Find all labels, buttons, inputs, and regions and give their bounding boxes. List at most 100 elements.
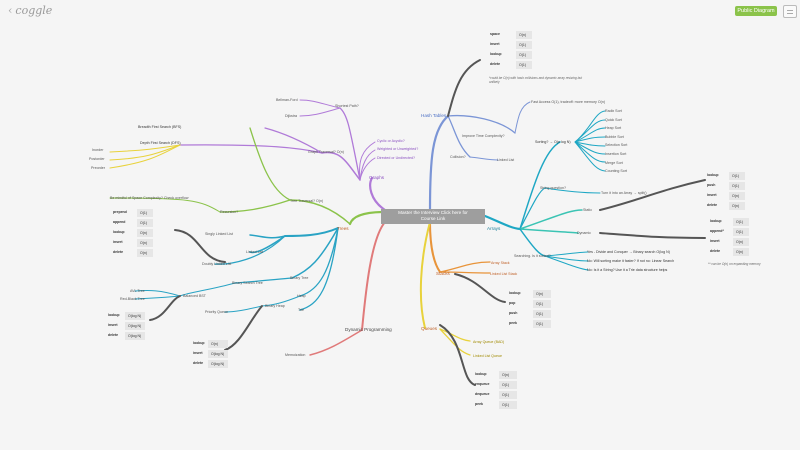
node-binary-heap[interactable]: Binary Heap <box>265 304 285 308</box>
node-directed[interactable]: Directed or Undirected? <box>377 156 415 160</box>
node-sort-item[interactable]: Quick Sort <box>605 117 622 122</box>
node-memoization[interactable]: Memoization <box>285 353 306 357</box>
node-graphs[interactable]: Graphs <box>369 175 385 180</box>
complexity-value: O(1) <box>733 218 749 226</box>
node-static[interactable]: Static <box>583 208 592 212</box>
node-sort-item[interactable]: Insertion Sort <box>605 152 627 156</box>
complexity-value: O(1) <box>137 219 153 227</box>
node-collision[interactable]: Collision? <box>450 155 466 159</box>
node-tree-traversal[interactable]: Tree Traversal? O(n) <box>290 199 324 203</box>
operation-label: insert <box>707 193 717 197</box>
complexity-value: O(n) <box>733 238 749 246</box>
operation-label: pop <box>509 301 516 305</box>
node-weighted[interactable]: Weighted or Unweighted? <box>377 147 419 151</box>
node-balanced-bst[interactable]: Balanced BST <box>183 294 206 298</box>
node-no-sort[interactable]: No: Will sorting make it faster? If not … <box>587 259 675 263</box>
node-bfs[interactable]: Breadth First Search (BFS) <box>138 125 182 129</box>
node-arrays[interactable]: Arrays <box>487 226 501 231</box>
node-stacks[interactable]: Stacks <box>436 271 450 276</box>
node-sort-item[interactable]: Bubble Sort <box>605 134 624 139</box>
hash-note: *could be O(n) with hash collisions and … <box>489 76 583 84</box>
node-hash-tables[interactable]: Hash Tables <box>421 113 447 118</box>
node-improve-time[interactable]: Improve Time Complexity? <box>462 134 505 138</box>
arrays-note: ** can be O(n) on expanding memory <box>708 262 761 266</box>
node-yes-divide[interactable]: Yes - Divide and Conquer → Binary search… <box>587 250 670 254</box>
node-string-question[interactable]: String question? <box>540 186 566 190</box>
node-heap[interactable]: Heap <box>297 294 306 298</box>
node-trie[interactable]: Trie <box>298 308 305 312</box>
chat-icon[interactable] <box>783 5 797 18</box>
node-space-complexity[interactable]: Be mindful of Space Complexity? Check ov… <box>110 196 189 200</box>
node-singly-linked[interactable]: Singly Linked List <box>205 232 233 236</box>
node-sort-item[interactable]: Heap Sort <box>605 126 622 131</box>
node-graph-traversal[interactable]: Graph Traversal? O(n) <box>308 150 344 154</box>
operation-label: delete <box>193 361 204 365</box>
node-sort-item[interactable]: Counting Sort <box>605 169 627 174</box>
complexity-value: O(n) <box>137 239 153 247</box>
node-linked-list-queue[interactable]: Linked List Queue <box>473 354 502 358</box>
node-preorder[interactable]: Preorder <box>91 166 105 170</box>
node-sort-item[interactable]: Merge Sort <box>605 160 623 165</box>
operation-label: insert <box>108 323 118 327</box>
node-array-stack[interactable]: Array Stack <box>491 261 510 265</box>
operation-label: peek <box>509 321 517 325</box>
root-node[interactable]: Master the Interview Click here for Cour… <box>381 209 485 224</box>
complexity-value: O(n) <box>533 290 551 298</box>
complexity-value: O(1) <box>499 381 517 389</box>
node-avl-tree[interactable]: AVL Tree <box>130 289 145 293</box>
node-recursion[interactable]: Recursion? <box>220 210 239 214</box>
node-sort-item[interactable]: Radix Sort <box>605 109 622 113</box>
node-dijkstra[interactable]: Dijkstra <box>285 114 297 118</box>
node-cyclic[interactable]: Cyclic or Acyclic? <box>377 139 405 143</box>
node-priority-queue[interactable]: Priority Queue <box>205 310 228 314</box>
complexity-value: O(log N) <box>125 312 145 320</box>
operation-label: append* <box>710 229 724 233</box>
node-trees[interactable]: Trees <box>337 226 349 231</box>
node-queues[interactable]: Queues <box>421 326 438 331</box>
node-turn-into-array[interactable]: Turn it into an Array → split() <box>601 191 647 195</box>
node-linked-list-hash[interactable]: Linked List <box>497 158 515 162</box>
node-dfs[interactable]: Depth First Search (DFS) <box>140 141 181 145</box>
node-doubly-linked[interactable]: Doubly Linked List <box>202 262 232 266</box>
node-searching[interactable]: Searching. Is it sorted? <box>514 254 551 258</box>
operation-label: delete <box>490 62 501 66</box>
operation-label: push <box>707 183 716 187</box>
complexity-value: O(log N) <box>208 350 228 358</box>
complexity-value: O(1) <box>533 310 551 318</box>
node-binary-tree[interactable]: Binary Tree <box>290 276 309 280</box>
node-linked-list-stack[interactable]: Linked List Stack <box>490 272 518 276</box>
node-postorder[interactable]: Postorder <box>89 157 105 161</box>
chevron-left-icon[interactable]: ‹ <box>8 4 13 17</box>
node-fast-access[interactable]: Fast Access O(1), tradeoff: more memory … <box>531 100 606 104</box>
complexity-row: push O(1) <box>707 182 745 190</box>
node-array-queue[interactable]: Array Queue (BAD) <box>473 340 505 344</box>
node-no-string[interactable]: No: Is it a String? Use it a Trie data s… <box>587 268 668 272</box>
node-bst[interactable]: Binary Search Tree <box>232 281 263 285</box>
node-inorder[interactable]: Inorder <box>92 148 104 152</box>
node-sort-item[interactable]: Selection Sort <box>605 143 628 148</box>
complexity-value: O(1) <box>729 182 745 190</box>
node-dynamic-programming[interactable]: Dynamic Programming <box>345 327 392 332</box>
node-sorting[interactable]: Sorting? → O(n log N) <box>535 140 571 144</box>
node-red-black[interactable]: Red-Black Tree <box>120 297 145 301</box>
public-diagram-button[interactable]: Public Diagram <box>735 6 777 16</box>
logo-text: coggle <box>15 4 53 17</box>
coggle-logo[interactable]: ‹coggle <box>8 4 52 17</box>
complexity-value: O(1) <box>499 391 517 399</box>
node-bellman-ford[interactable]: Bellman-Ford <box>276 98 298 102</box>
node-dynamic[interactable]: Dynamic <box>577 231 591 235</box>
node-shortest-path[interactable]: Shortest Path? <box>335 104 359 108</box>
node-linked-list[interactable]: Linked List <box>246 250 264 254</box>
